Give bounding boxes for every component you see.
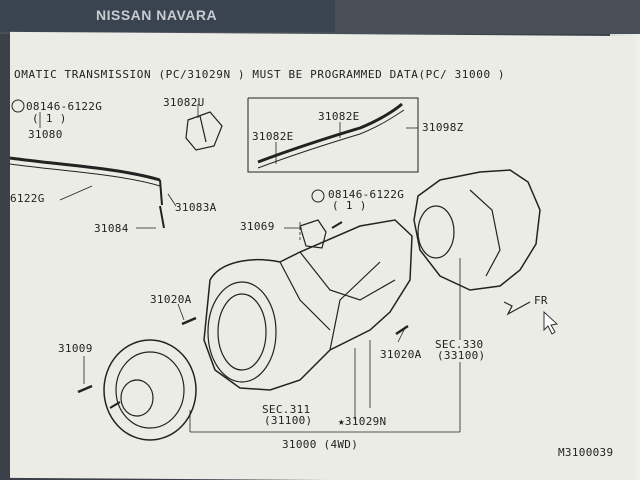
part-31029n: ★31029N [338, 415, 387, 428]
transmission-case [203, 219, 413, 391]
part-31083a: 31083A [175, 201, 217, 214]
part-31082e-b: 31082E [318, 110, 360, 123]
part-31080: 31080 [28, 128, 63, 141]
transfer-case [413, 169, 541, 291]
window-title: NISSAN NAVARA [96, 7, 218, 23]
part-31009: 31009 [58, 342, 93, 355]
part-31098z: 31098Z [422, 121, 464, 134]
part-31069: 31069 [240, 220, 275, 233]
bolt-31020a-right [395, 324, 409, 336]
bolt-31009 [77, 384, 93, 394]
drawing-id: M3100039 [558, 446, 614, 459]
circled-s-left [11, 99, 25, 113]
part-31020a-right: 31020A [380, 348, 422, 361]
section-330-sub: (33100) [437, 349, 486, 362]
section-311-sub: (31100) [264, 414, 313, 427]
pipe-31082e [257, 102, 403, 164]
bracket-31082u [185, 111, 223, 151]
part-bolt-mid-qty: ( 1 ) [332, 199, 367, 212]
cooler-pipe-left [9, 156, 161, 182]
torque-converter [103, 339, 197, 441]
part-31020a-left: 31020A [150, 293, 192, 306]
part-31082u: 31082U [163, 96, 205, 109]
bolt-31020a-left [181, 316, 197, 326]
bolt-31084 [159, 205, 165, 229]
circled-s-mid [311, 189, 325, 203]
front-arrow [503, 301, 531, 316]
part-31084: 31084 [94, 222, 129, 235]
part-bolt-mid: 08146-6122G [328, 188, 405, 201]
pipe-detail-box [247, 97, 419, 173]
bell-housing [207, 281, 277, 383]
section-311: SEC.311 [262, 403, 311, 416]
bolt-mid [331, 221, 343, 229]
part-bolt-left-qty: ( 1 ) [32, 112, 67, 125]
front-mark: FR [534, 294, 548, 307]
mouse-cursor-icon [543, 310, 559, 335]
part-bolt-left-partial: 6122G [10, 192, 45, 205]
diagram-heading: OMATIC TRANSMISSION (PC/31029N ) MUST BE… [14, 68, 506, 81]
part-bolt-left: 08146-6122G [26, 100, 103, 113]
title-tab[interactable]: NISSAN NAVARA [0, 0, 335, 32]
part-31082e-a: 31082E [252, 130, 294, 143]
section-330: SEC.330 [435, 338, 484, 351]
bracket-31069 [299, 219, 327, 249]
part-31000: 31000 (4WD) [282, 438, 359, 451]
